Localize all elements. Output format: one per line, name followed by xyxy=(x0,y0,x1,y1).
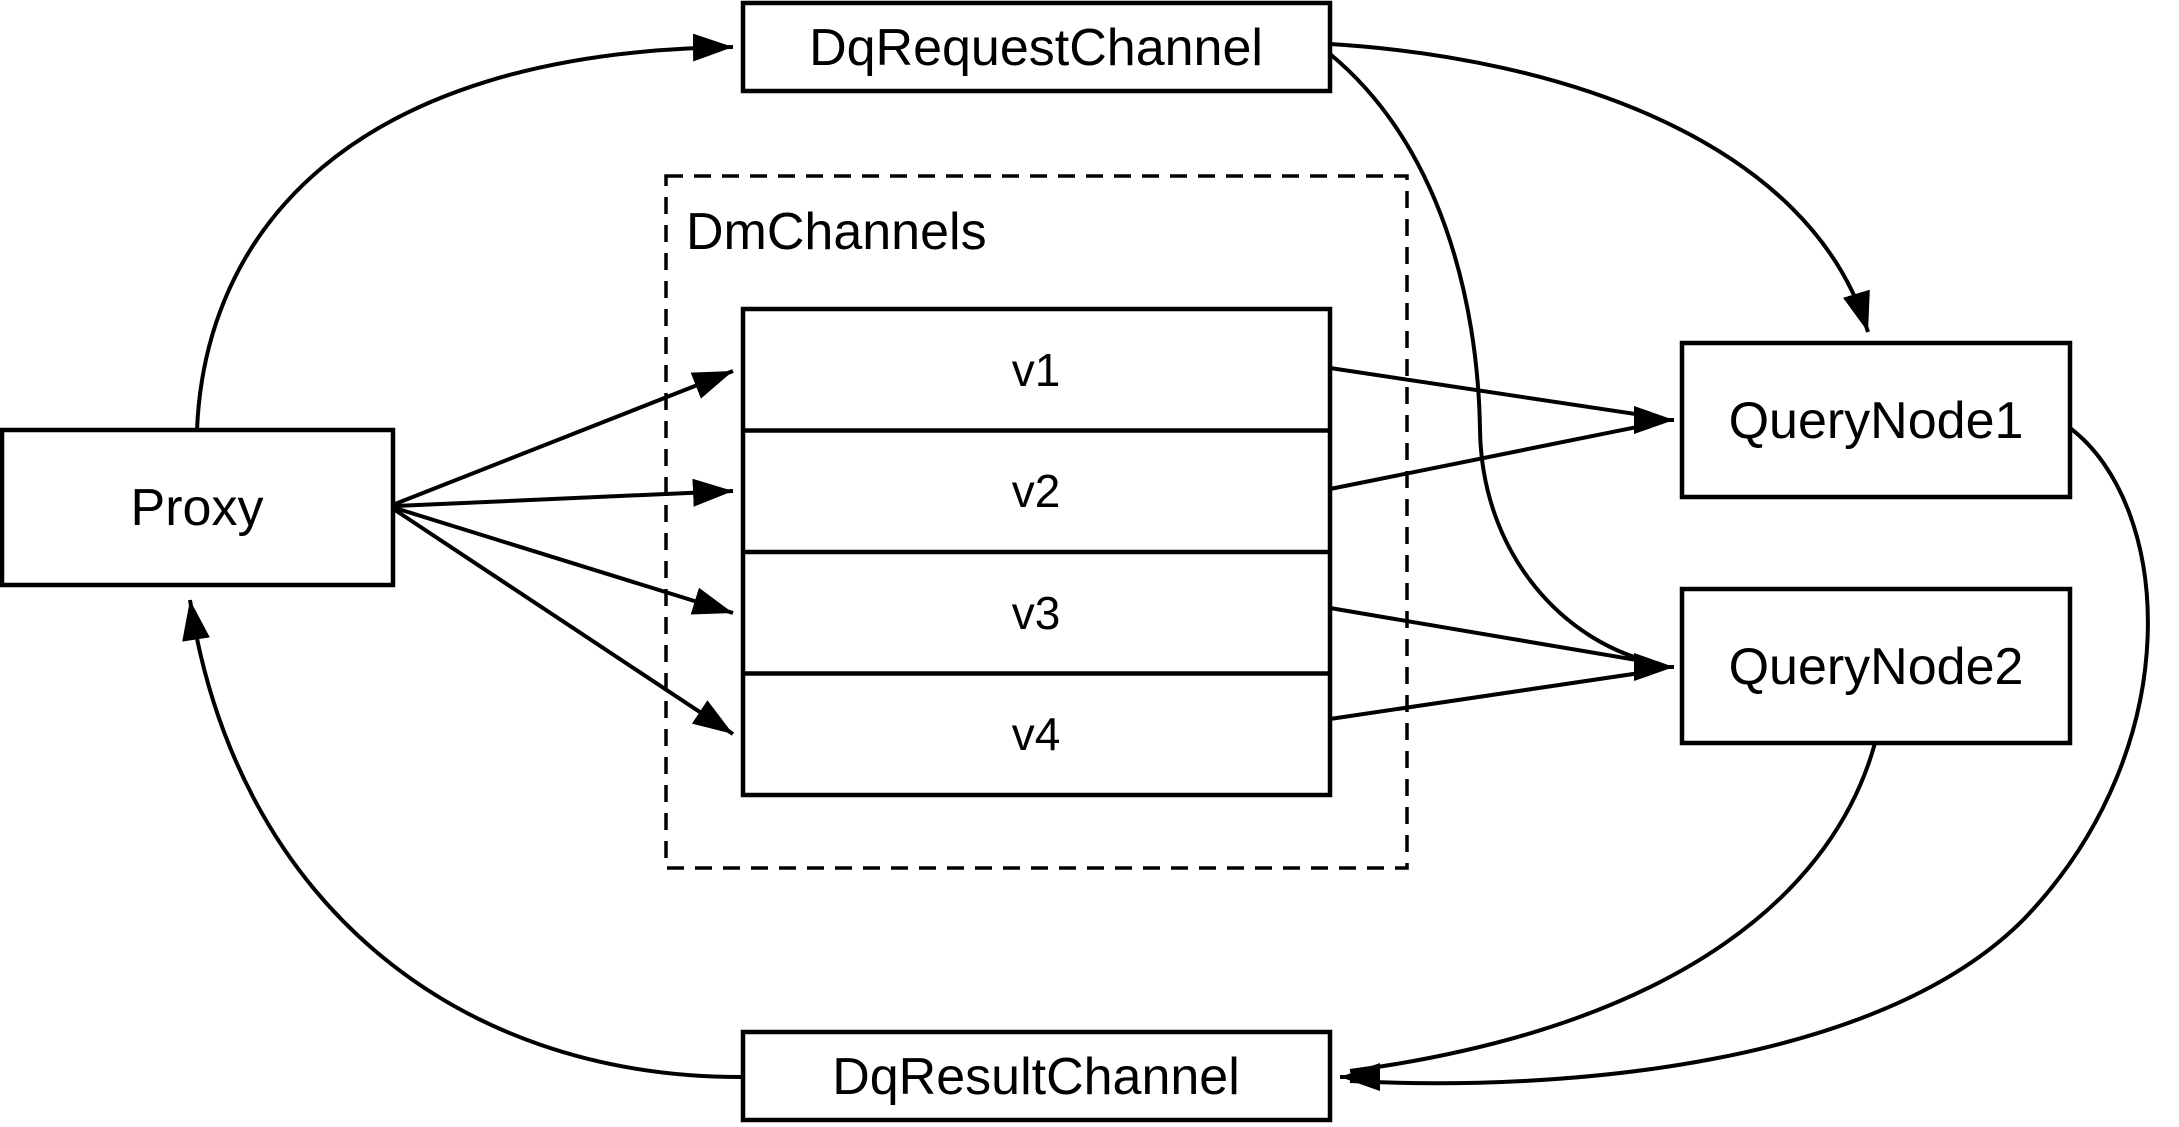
edge-proxy-to-dqrequestchannel xyxy=(195,33,734,431)
proxy-node-box xyxy=(0,427,396,588)
dmchannels-group-label: DmChannels xyxy=(686,203,987,261)
proxy-node-label: Proxy xyxy=(131,479,264,537)
channel-v2-label: v2 xyxy=(1012,465,1061,517)
dmchannels-group-box xyxy=(664,174,1409,870)
edge-v2-to-querynode1 xyxy=(1329,420,1663,491)
dqresultchannel-node-label: DqResultChannel xyxy=(832,1048,1240,1106)
querynode2-node-box xyxy=(1679,586,2073,746)
querynode1-node-label: QueryNode1 xyxy=(1729,392,2024,450)
edge-proxy-to-v4 xyxy=(393,508,735,736)
edge-dqrequestchannel-to-querynode2 xyxy=(1328,52,1661,666)
dqrequestchannel-node-label: DqRequestChannel xyxy=(809,19,1263,77)
edge-querynode1-to-dqresultchannel xyxy=(1349,426,2150,1086)
dqresultchannel-node-box xyxy=(740,1029,1333,1123)
edge-v1-to-querynode1 xyxy=(1329,366,1663,420)
edge-proxy-to-v3 xyxy=(394,506,734,615)
edge-dqrequestchannel-to-querynode1 xyxy=(1329,42,1870,333)
channel-v3-label: v3 xyxy=(1012,587,1061,639)
edge-v3-to-querynode2 xyxy=(1329,606,1661,666)
edge-querynode2-to-dqresultchannel xyxy=(1349,742,1877,1073)
querynode2-node-label: QueryNode2 xyxy=(1729,638,2024,696)
edge-proxy-to-v1 xyxy=(394,369,734,506)
dqrequestchannel-node-box xyxy=(740,0,1333,94)
edge-dqresultchannel-to-proxy xyxy=(182,599,744,1080)
querynode1-node-box xyxy=(1679,340,2073,500)
channel-v1-label: v1 xyxy=(1012,344,1061,396)
edge-proxy-to-v2 xyxy=(394,478,734,508)
channel-v4-label: v4 xyxy=(1012,708,1061,760)
edge-v4-to-querynode2 xyxy=(1329,668,1661,721)
